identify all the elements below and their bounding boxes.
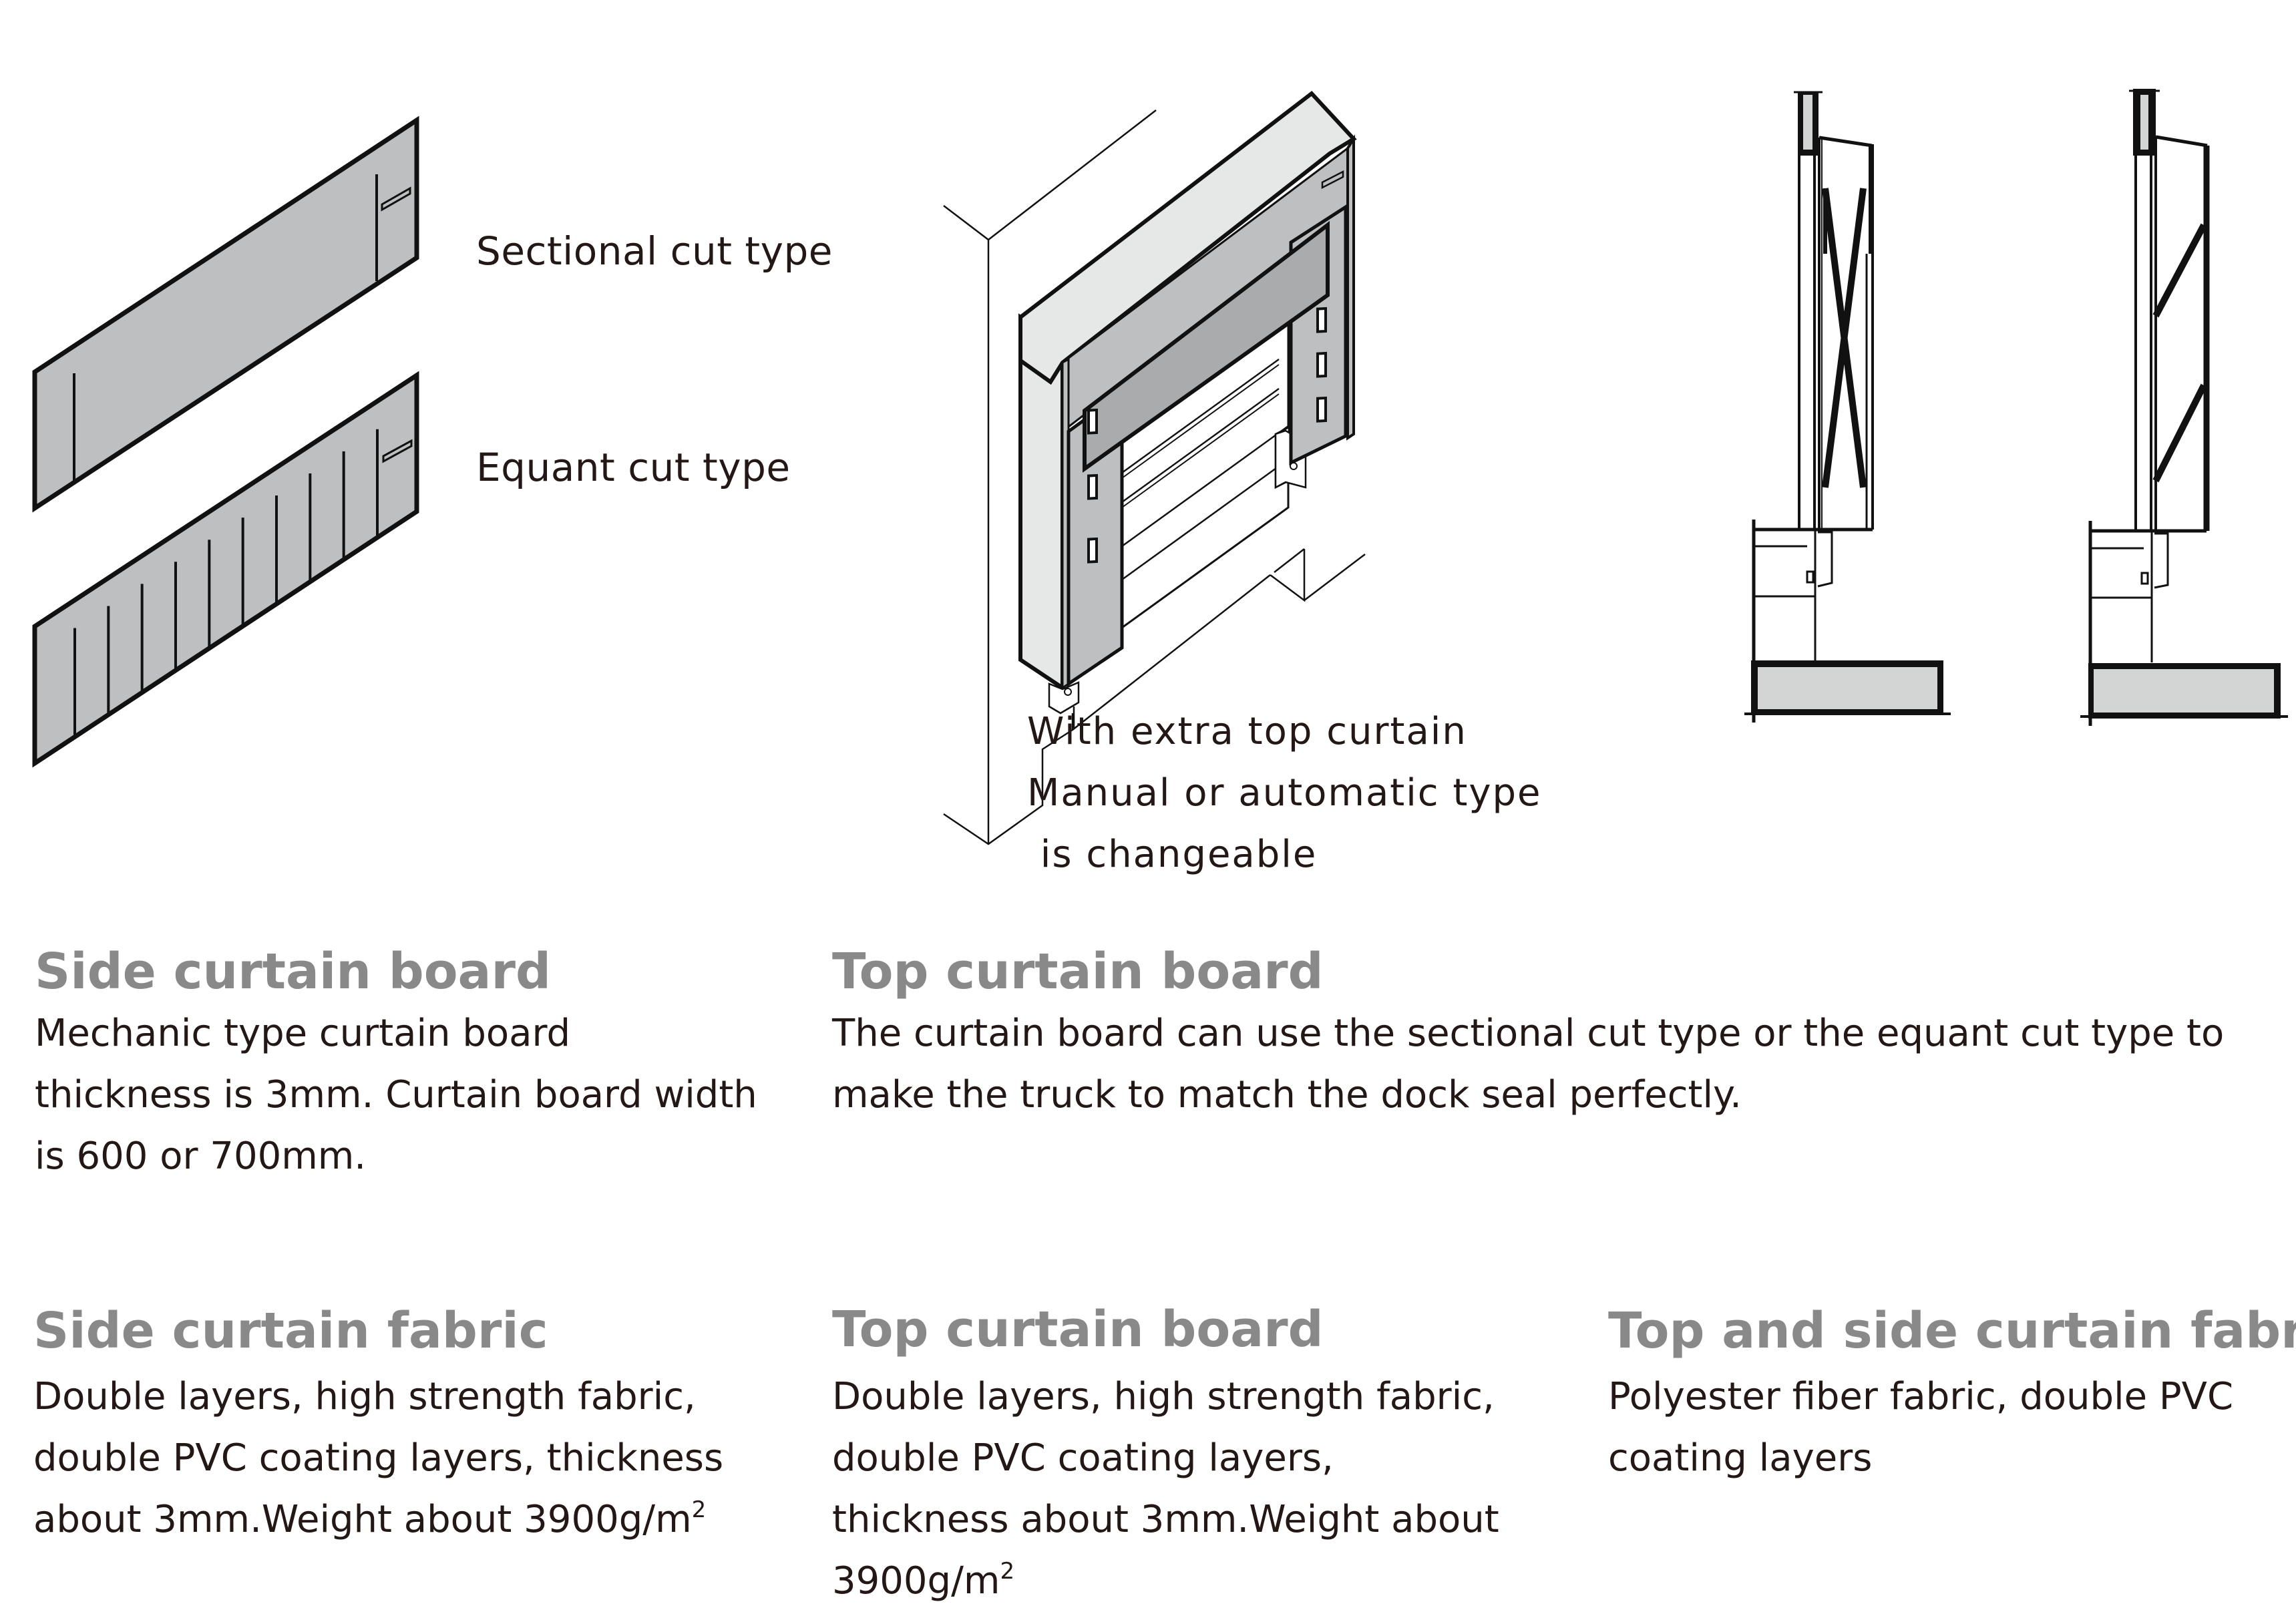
section-heading: Top curtain board [832,1301,1324,1358]
door-caption-line: With extra top curtain [1027,710,1467,753]
superscript-2: 2 [1000,1558,1015,1585]
equant-cut-type-label: Equant cut type [476,445,791,490]
section-body-line: The curtain board can use the sectional … [832,1012,2225,1055]
section-body-line: Double layers, high strength fabric, [832,1375,1495,1418]
section-b-top-diagonal [2155,135,2208,148]
section-b-brace-2 [2152,383,2207,483]
left-curtain-window-2 [1087,473,1098,500]
frame-right-edge [1346,134,1355,441]
section-b-seal-hook [2140,572,2149,585]
superscript-2: 2 [691,1496,707,1523]
wall-bottom-edge [943,713,1074,845]
door-caption-line: is changeable [1027,833,1318,876]
section-heading: Side curtain board [35,943,551,1000]
section-body-line: coating layers [1608,1436,1873,1480]
section-body-line: Polyester fiber fabric, double PVC [1608,1375,2234,1418]
section-body-line: thickness about 3mm.Weight about [832,1498,1499,1541]
door-panel-line-4 [1121,393,1280,508]
door-caption-line: Manual or automatic type [1027,771,1542,815]
section-a-seal-bracket [1817,531,1833,588]
door-panel-line-5 [1121,425,1289,548]
door-panel-line-3 [1121,387,1280,503]
door-panel-line-2 [1121,364,1280,479]
extra-top-curtain-panel [1083,220,1330,473]
section-body-line: double PVC coating layers, [832,1436,1334,1480]
wall-top-edge [943,110,1157,241]
sectional-cut-type-label: Sectional cut type [476,228,833,274]
hood-top [1018,90,1357,385]
weight-text: about 3mm.Weight about 3900g/m [33,1498,692,1541]
section-a-bumper-inner [1758,667,1937,709]
section-b-top-cap-inner [2140,95,2148,150]
sectional-board-panel [32,116,419,513]
left-curtain-window-1 [1087,408,1098,435]
right-curtain-window-1 [1316,307,1327,333]
section-heading: Side curtain fabric [33,1302,548,1360]
cross-section-x-brace [1744,91,1951,723]
equant-board-handle-slot [382,439,413,463]
cross-section-diagonal-brace [2080,89,2288,726]
equant-board-panel [32,371,419,768]
hood-nameplate [1321,170,1344,190]
right-curtain-window-3 [1316,396,1327,423]
left-bumper-bolt [1064,688,1072,696]
section-a-seal-hook [1806,570,1814,584]
sectional-cut-board [32,116,419,513]
section-heading: Top curtain board [832,943,1324,1000]
section-body-line-with-sup: about 3mm.Weight about 3900g/m2 [33,1489,706,1551]
section-body-line: make the truck to match the dock seal pe… [832,1073,1742,1117]
dock-platform-back [1304,554,1366,601]
section-body-line-with-sup: 3900g/m2 [832,1551,1014,1612]
section-b-bumper-inner [2094,669,2274,713]
dock-shelter-isometric [943,90,1366,845]
section-a-brace-2 [1822,188,1867,488]
section-a-top-diagonal [1819,136,1873,148]
door-panel-line-1 [1121,358,1280,474]
equant-cut-board [32,371,419,768]
right-curtain-window-2 [1316,351,1327,378]
sectional-board-handle-slot [381,186,411,212]
section-heading: Top and side curtain fabric [1608,1302,2296,1360]
door-panel-line-6 [1121,458,1289,581]
section-body-line: Mechanic type curtain board [35,1012,571,1055]
section-body-line: Double layers, high strength fabric, [33,1375,696,1418]
dock-platform-edge [1270,549,1306,602]
right-bumper-bolt [1290,462,1298,470]
section-body-line: thickness is 3mm. Curtain board width [35,1073,757,1117]
equant-board-slits [73,429,379,737]
section-b-brace-1 [2152,223,2207,318]
weight-text: 3900g/m [832,1559,1000,1603]
section-body-line: is 600 or 700mm. [35,1135,367,1178]
section-a-top-cap-inner [1803,95,1812,150]
left-curtain-window-3 [1087,537,1098,564]
section-body-line: double PVC coating layers, thickness [33,1436,724,1480]
dock-floor-edge [1072,574,1271,731]
dock-platform-step [1274,548,1305,573]
section-b-seal-bracket [2154,532,2169,589]
